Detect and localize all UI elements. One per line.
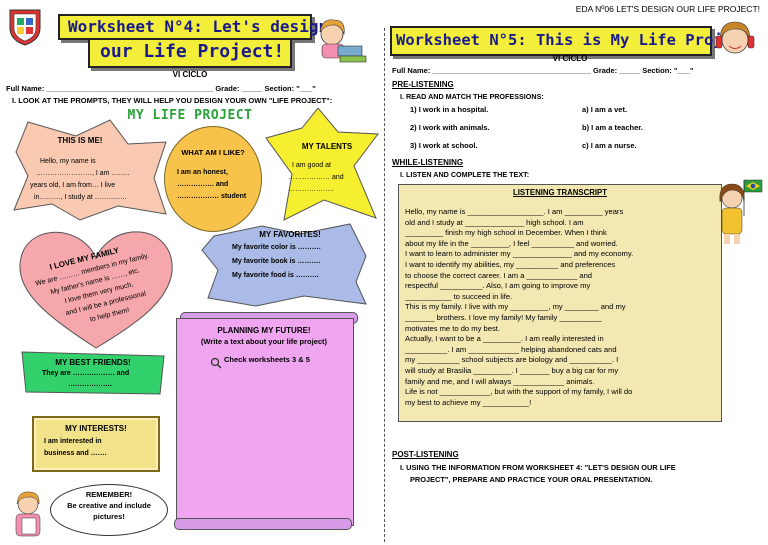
transcript-title: LISTENING TRANSCRIPT bbox=[513, 188, 607, 197]
pre-listening-heading: PRE-LISTENING bbox=[392, 80, 454, 89]
my-interests-l2: business and ……. bbox=[44, 450, 107, 457]
left-ciclo: VI CICLO bbox=[172, 70, 208, 79]
post-instruction-l2: PROJECT", PREPARE AND PRACTICE YOUR ORAL… bbox=[410, 475, 653, 484]
this-is-me-l4: in………, I study at ………….. bbox=[34, 194, 127, 201]
transcript-line: _________ finish my high school in Decem… bbox=[405, 228, 607, 238]
my-life-project-banner: MY LIFE PROJECT bbox=[127, 108, 253, 123]
transcript-line: Hello, my name is __________________. I … bbox=[405, 207, 624, 216]
worksheet5-title: Worksheet N°5: This is My Life Project bbox=[396, 31, 751, 49]
my-talents-l1: I am good at bbox=[292, 162, 331, 169]
match-left-1: 1) I work in a hospital. bbox=[410, 105, 489, 114]
transcript-text: Hello, my name is __________________. I … bbox=[405, 207, 717, 408]
left-student-info: Full Name: _____________________________… bbox=[6, 84, 316, 93]
what-am-i-like-l3: ……………… student bbox=[177, 193, 247, 200]
transcript-line: I want to identify my abilities, my ____… bbox=[405, 259, 616, 269]
my-talents-l3: ……………….. bbox=[288, 186, 334, 193]
transcript-line: __________. I am ____________ helping ab… bbox=[405, 344, 617, 354]
my-favorites-title: MY FAVORITES! bbox=[259, 230, 321, 239]
match-right-b: b) I am a teacher. bbox=[582, 123, 643, 132]
match-right-c: c) I am a nurse. bbox=[582, 141, 637, 150]
remember-l2: Be creative and include bbox=[67, 501, 151, 510]
worksheet4-title-banner: Worksheet N°4: Let's design our Life Pro… bbox=[58, 14, 328, 68]
remember-l3: pictures! bbox=[93, 512, 125, 521]
my-talents-title: MY TALENTS bbox=[301, 142, 353, 151]
transcript-line: motivates me to do my best. bbox=[405, 323, 500, 333]
girl-headphones-illustration bbox=[708, 18, 762, 64]
my-interests-title: MY INTERESTS! bbox=[65, 424, 127, 433]
transcript-line: respectful __________. Also, I am going … bbox=[405, 281, 591, 291]
transcript-line: ___________ to succeed in life. bbox=[405, 291, 513, 301]
remember-bubble: REMEMBER! Be creative and include pictur… bbox=[50, 484, 168, 536]
best-friends-box: MY BEST FRIENDS! They are ……………… and ………… bbox=[20, 350, 166, 396]
match-right-a: a) I am a vet. bbox=[582, 105, 628, 114]
transcript-line: my best to achieve my ___________! bbox=[405, 397, 532, 407]
this-is-me-l3: years old, I am from… I live bbox=[30, 182, 116, 189]
match-left-2: 2) I work with animals. bbox=[410, 123, 490, 132]
transcript-line: I want to learn to administer my _______… bbox=[405, 249, 634, 259]
my-favorites-l1: My favorite color is ………. bbox=[232, 244, 321, 251]
best-friends-l2: ………………. bbox=[68, 381, 112, 388]
best-friends-l1: They are ……………… and bbox=[42, 370, 130, 377]
transcript-line: _______ brothers. I love my family! My f… bbox=[405, 312, 602, 322]
girl-with-paper-illustration bbox=[6, 488, 52, 540]
left-instruction: I. LOOK AT THE PROMPTS, THEY WILL HELP Y… bbox=[12, 96, 333, 105]
planning-subtitle: (Write a text about your life project) bbox=[200, 337, 328, 346]
what-am-i-like-l1: I am an honest, bbox=[177, 169, 228, 176]
page-divider bbox=[384, 28, 385, 542]
transcript-line: will study at Brasilia _________. I ____… bbox=[405, 365, 619, 375]
transcript-line: my __________ school subjects are biolog… bbox=[405, 355, 619, 365]
read-match-instruction: I. READ AND MATCH THE PROFESSIONS: bbox=[400, 92, 544, 101]
this-is-me-l2: ……………………, I am …….. bbox=[36, 170, 130, 177]
transcript-line: Actually, I want to be a _________. I am… bbox=[405, 334, 604, 344]
my-favorites-l2: My favorite book is ………. bbox=[232, 258, 321, 265]
post-listening-heading: POST-LISTENING bbox=[392, 450, 459, 459]
what-am-i-like-circle: WHAT AM I LIKE? I am an honest, ……………. a… bbox=[164, 126, 262, 232]
transcript-line: Life is not ____________, but with the s… bbox=[405, 387, 633, 397]
my-favorites-blob: MY FAVORITES! My favorite color is ………. … bbox=[200, 222, 370, 308]
right-ciclo: VI CICLO bbox=[552, 54, 588, 63]
planning-title: PLANNING MY FUTURE! bbox=[217, 326, 311, 335]
remember-l1: REMEMBER! bbox=[85, 490, 133, 499]
school-logo bbox=[6, 6, 44, 46]
girl-with-flag-illustration bbox=[716, 176, 766, 246]
what-am-i-like-l2: ……………. and bbox=[177, 181, 229, 188]
my-interests-l1: I am interested in bbox=[44, 438, 102, 445]
listening-transcript-box: LISTENING TRANSCRIPT Hello, my name is _… bbox=[398, 184, 722, 422]
girl-reading-illustration bbox=[310, 14, 370, 66]
best-friends-title: MY BEST FRIENDS! bbox=[55, 358, 131, 367]
while-listening-heading: WHILE-LISTENING bbox=[392, 158, 464, 167]
worksheet4-title-line2: our Life Project! bbox=[100, 41, 285, 62]
this-is-me-star: THIS IS ME! Hello, my name is ……………………, … bbox=[10, 118, 170, 222]
right-student-info: Full Name: _____________________________… bbox=[392, 66, 694, 75]
eda-header: EDA Nº06 LET'S DESIGN OUR LIFE PROJECT! bbox=[575, 4, 760, 14]
magnifier-icon bbox=[210, 356, 222, 369]
this-is-me-l1: Hello, my name is bbox=[40, 158, 96, 165]
my-talents-l2: ……………… and bbox=[288, 174, 344, 181]
transcript-line: to choose the correct career. I am a ___… bbox=[405, 270, 593, 280]
what-am-i-like-title: WHAT AM I LIKE? bbox=[181, 148, 245, 157]
transcript-line: This is my family. I live with my ______… bbox=[405, 302, 626, 312]
planning-my-future-scroll: PLANNING MY FUTURE! (Write a text about … bbox=[172, 312, 358, 534]
transcript-line: old and I study at ______________ high s… bbox=[405, 217, 584, 227]
transcript-line: about my life in the _________, I feel _… bbox=[405, 238, 618, 248]
family-heart: I LOVE MY FAMILY We are ……… members in m… bbox=[16, 226, 176, 350]
my-favorites-l3: My favorite food is ………. bbox=[232, 272, 319, 279]
planning-check-note: Check worksheets 3 & 5 bbox=[224, 355, 310, 364]
worksheet5-title-banner: Worksheet N°5: This is My Life Project bbox=[390, 26, 751, 56]
my-talents-star: MY TALENTS I am good at ……………… and ……………… bbox=[258, 108, 382, 224]
worksheet4-title-line1: Worksheet N°4: Let's design bbox=[68, 17, 329, 36]
transcript-line: family and me, and I will always _______… bbox=[405, 376, 595, 386]
post-instruction-l1: I. USING THE INFORMATION FROM WORKSHEET … bbox=[400, 463, 676, 472]
match-left-3: 3) I work at school. bbox=[410, 141, 478, 150]
listen-complete-instruction: I. LISTEN AND COMPLETE THE TEXT: bbox=[400, 170, 530, 179]
this-is-me-title: THIS IS ME! bbox=[57, 136, 103, 145]
my-interests-box: MY INTERESTS! I am interested in busines… bbox=[32, 416, 160, 472]
